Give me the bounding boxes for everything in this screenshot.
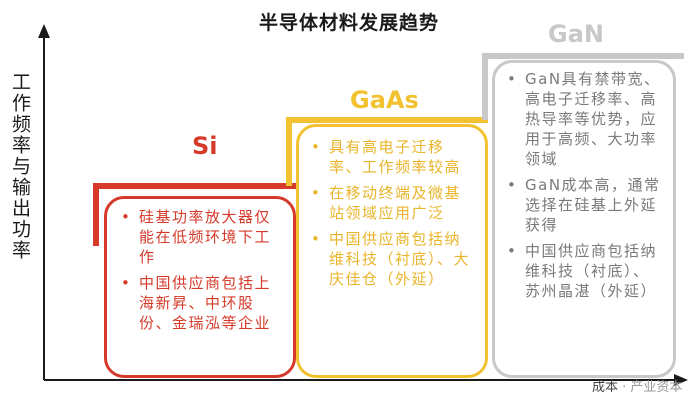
- gaas-point: 中国供应商包括纳维科技（衬底）、大庆佳仓（外延）: [309, 229, 477, 289]
- gan-point: GaN成本高，通常选择在硅基上外延获得: [505, 175, 665, 235]
- gan-point: GaN具有禁带宽、高电子迁移率、高热导率等优势，应用于高频、大功率领域: [505, 69, 665, 169]
- gaas-point: 具有高电子迁移率、工作频率较高: [309, 137, 477, 177]
- gan-step-line: [482, 53, 684, 120]
- gan-point: 中国供应商包括纳维科技（衬底）、苏州晶湛（外延）: [505, 241, 665, 301]
- diagram-title: 半导体材料发展趋势: [258, 12, 439, 34]
- watermark: · 产业资本: [622, 380, 683, 395]
- gaas-description-box: 具有高电子迁移率、工作频率较高 在移动终端及微基站领域应用广泛 中国供应商包括纳…: [296, 124, 488, 378]
- gaas-point: 在移动终端及微基站领域应用广泛: [309, 183, 477, 223]
- x-axis-label-watermark: 成本 · 产业资本: [592, 376, 682, 395]
- gan-description-box: GaN具有禁带宽、高电子迁移率、高热导率等优势，应用于高频、大功率领域 GaN成…: [492, 60, 676, 378]
- si-step-line: [93, 183, 296, 246]
- gaas-label: GaAs: [350, 86, 419, 114]
- si-label: Si: [192, 132, 218, 160]
- x-axis-label: 成本: [592, 380, 619, 395]
- si-point: 硅基功率放大器仅能在低频环境下工作: [119, 207, 283, 267]
- si-description-box: 硅基功率放大器仅能在低频环境下工作 中国供应商包括上海新昇、中环股份、金瑞泓等企…: [104, 196, 296, 378]
- y-axis-label: 工作频率与输出功率: [9, 72, 31, 261]
- si-point: 中国供应商包括上海新昇、中环股份、金瑞泓等企业: [119, 273, 283, 333]
- gan-label: GaN: [548, 20, 604, 48]
- y-axis-arrow: [38, 24, 50, 38]
- gaas-step-line: [286, 117, 488, 186]
- x-axis-arrow: [674, 374, 688, 386]
